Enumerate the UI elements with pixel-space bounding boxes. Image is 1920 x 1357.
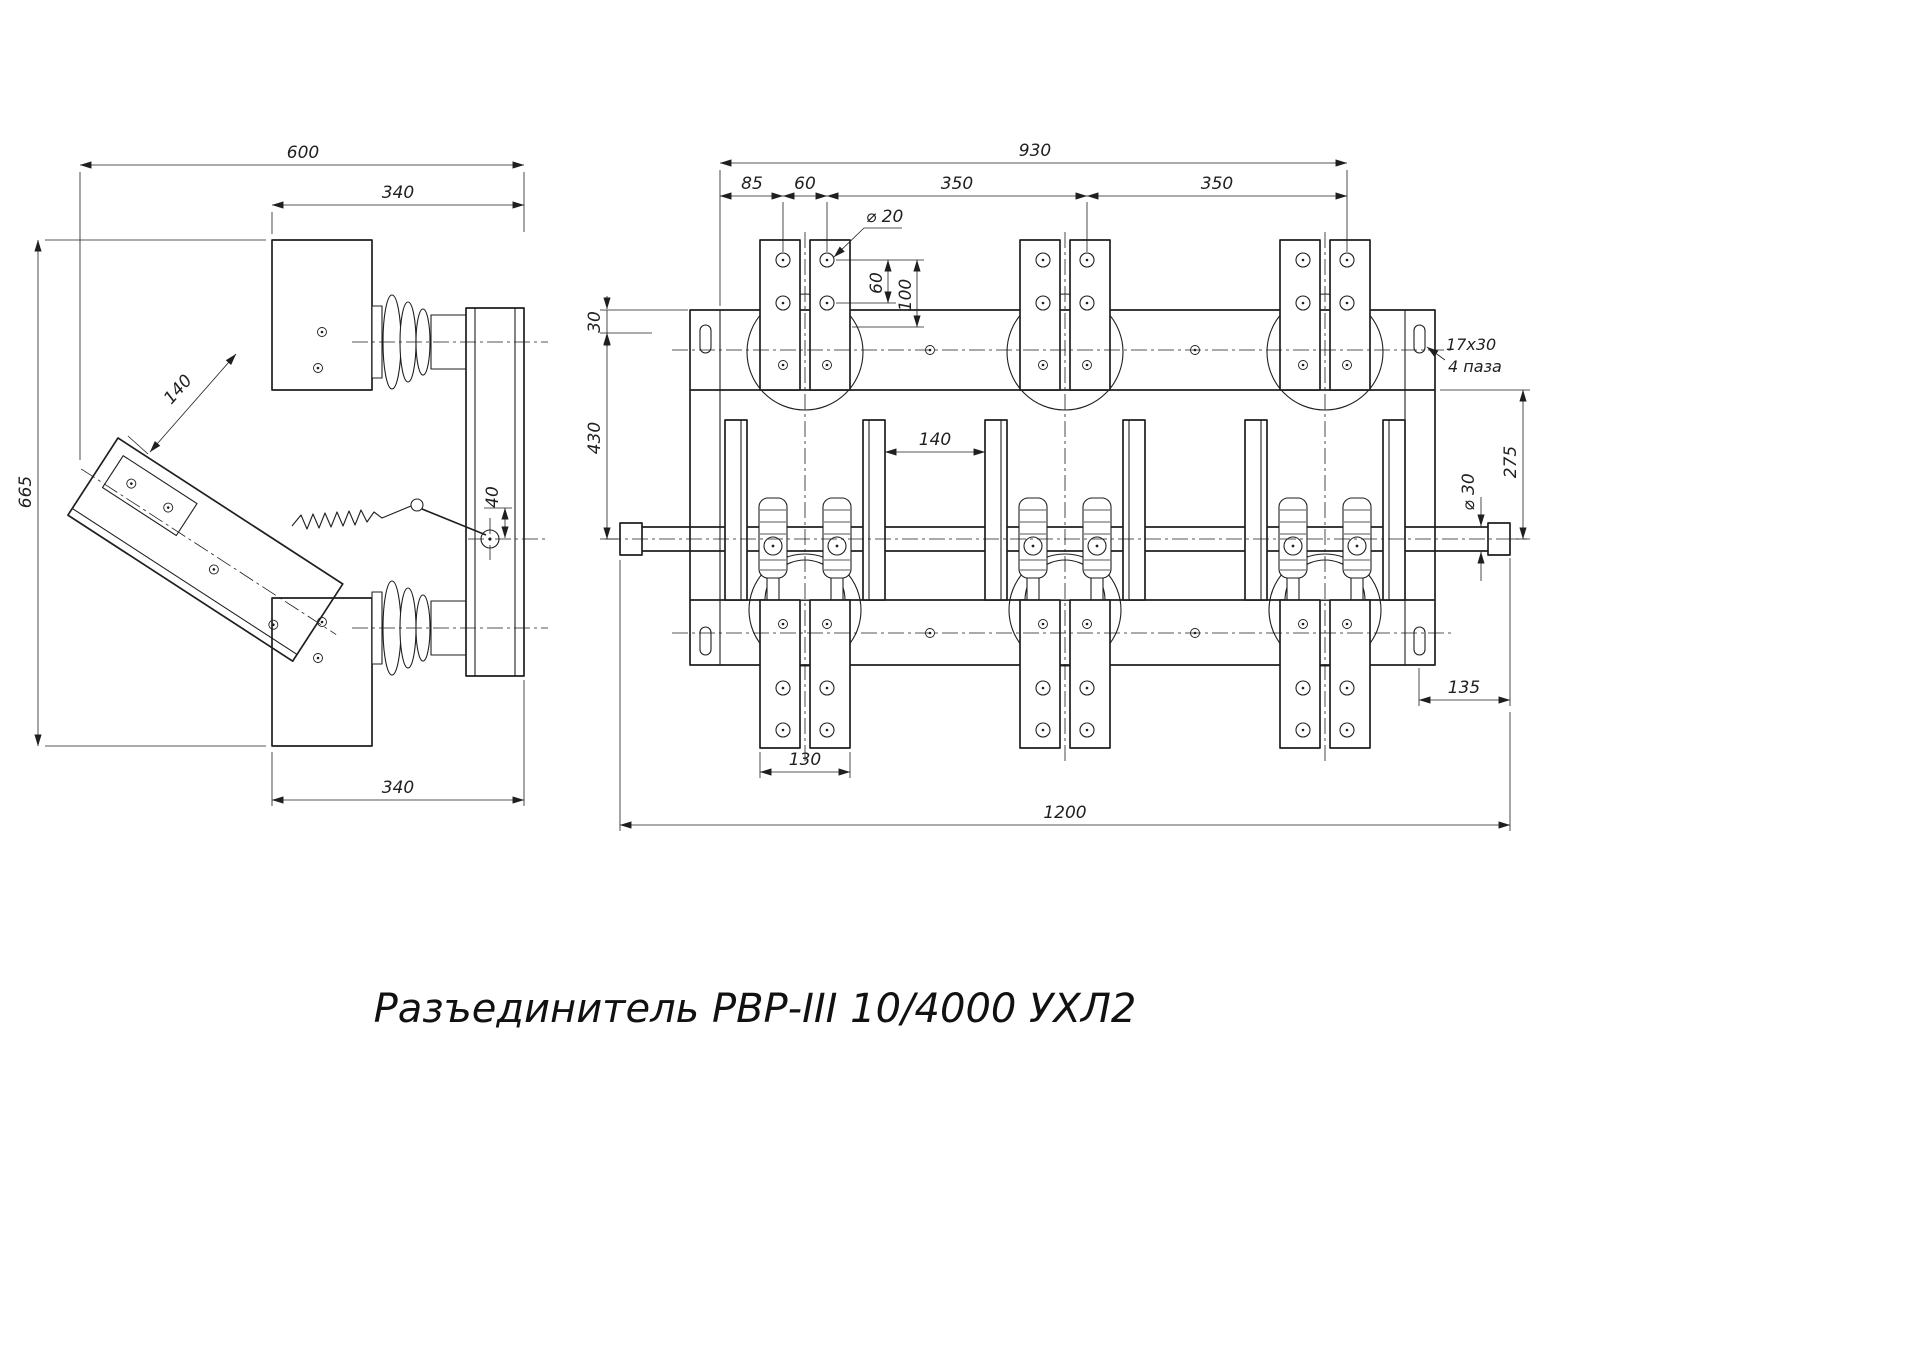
lever-pivot [410,498,424,512]
dim-v100-label: 100 [896,279,916,311]
mounting-slot [1413,324,1426,354]
dim-30-label: 30 [585,311,605,333]
dia-30-label: ⌀ 30 [1459,473,1479,510]
dim-340-top-label: 340 [382,183,414,203]
dim-40-label: 40 [483,486,503,508]
dim-665-label: 665 [16,476,36,508]
dim-340-bottom-label: 340 [382,778,414,798]
bottom-terminal-block [271,597,373,747]
drawing-title: Разъединитель РВР-III 10/4000 УХЛ2 [374,986,1137,1032]
blade-assembly [67,437,344,662]
dim-430-label: 430 [585,422,605,454]
dim-350a-label: 350 [941,174,973,194]
mounting-slot [699,626,712,656]
slot-size-label: 17х30 [1446,335,1496,354]
dim-600-label: 600 [287,143,319,163]
side-view [67,239,548,747]
dim-85-label: 85 [741,174,763,194]
dim-130-label: 130 [789,750,821,770]
pole-3 [1245,232,1405,762]
mounting-slot [699,324,712,354]
dim-275-label: 275 [1501,446,1521,478]
dia-20-label: ⌀ 20 [866,207,903,227]
lever-arm [421,508,487,536]
mounting-slot [1413,626,1426,656]
dim-140-blade-label: 140 [160,371,196,409]
side-view-dimensions: 600 340 665 140 40 340 [16,143,525,806]
dim-140-mid-label: 140 [919,430,951,450]
dim-350b-label: 350 [1201,174,1233,194]
dim-60-label: 60 [794,174,816,194]
pole-2 [985,232,1145,762]
dim-135-label: 135 [1448,678,1480,698]
dim-930-label: 930 [1019,141,1051,161]
front-view [605,232,1527,762]
dim-1200-label: 1200 [1043,803,1086,823]
slot-count-label: 4 паза [1448,357,1502,376]
pole-1 [725,232,885,762]
top-terminal-block [271,239,373,391]
base-plate [465,307,525,677]
frame [689,309,1436,666]
front-view-dimensions: 930 85 60 350 350 ⌀ 20 60 100 30 430 [585,141,1530,831]
drive-spring [291,505,412,530]
dim-v60-label: 60 [867,272,887,294]
